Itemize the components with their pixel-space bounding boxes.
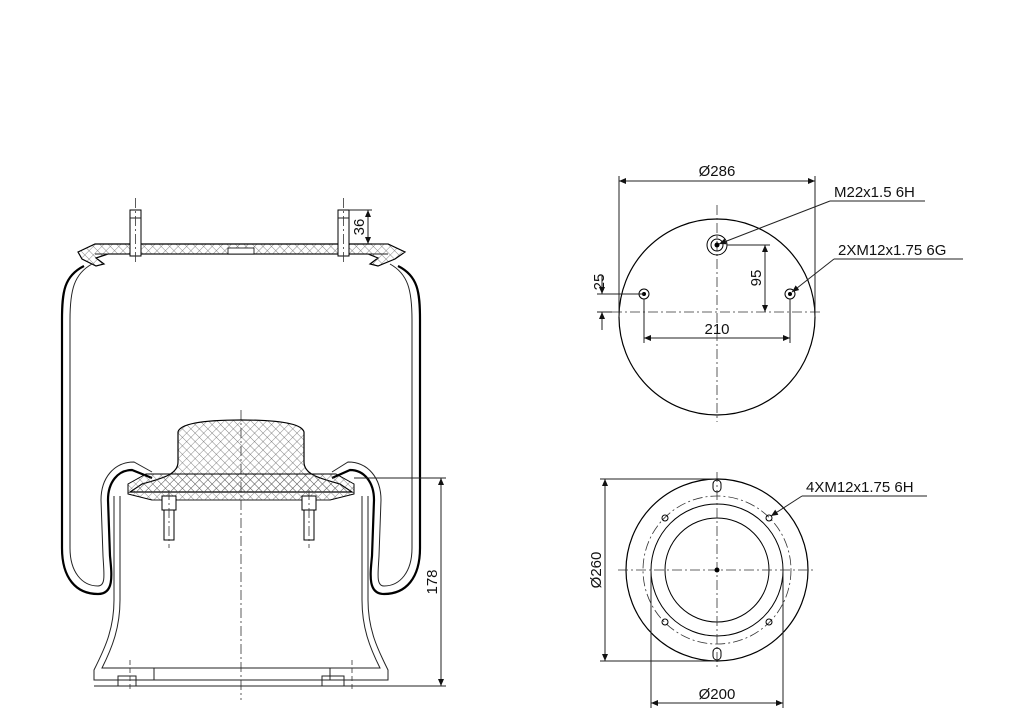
bellows-left-inner [69, 263, 153, 587]
center-thread-label: M22x1.5 6H [834, 184, 915, 201]
slot-bottom [712, 647, 722, 661]
piston-top-plate [127, 473, 355, 501]
dim-top-diameter: Ø286 [699, 163, 736, 180]
piston-left-stud [161, 490, 177, 548]
dim-hole-offset: 25 [591, 274, 608, 291]
bolt-hole-1 [661, 514, 669, 522]
dim-stud-height: 36 [351, 219, 368, 236]
air-fitting-port [227, 247, 255, 255]
m12x4-leader [770, 495, 803, 517]
dim-inner-diameter: Ø200 [699, 686, 736, 703]
bellows-right-outer [331, 265, 422, 596]
center-fitting-dot [714, 242, 720, 248]
dim-hole-spacing: 210 [704, 321, 729, 338]
top-right-stud [337, 198, 350, 264]
bottom-threads-label: 4XM12x1.75 6H [806, 479, 914, 496]
base-right-boss [321, 675, 345, 686]
m12-leader [791, 258, 835, 293]
m22-leader [718, 200, 831, 245]
bellows-left-outer [60, 265, 153, 596]
top-bead-plate [77, 243, 407, 267]
slot-top [712, 479, 722, 493]
bolt-hole-2 [765, 514, 773, 522]
piston-base-recess [153, 667, 331, 680]
bolt-hole-3 [661, 618, 669, 626]
side-view: 36 [60, 198, 446, 700]
dim-center-offset: 95 [748, 270, 765, 287]
side-threads-label: 2XM12x1.75 6G [838, 242, 946, 259]
top-left-stud [129, 198, 142, 264]
dim-piston-height: 178 [424, 569, 441, 594]
right-stud-hole-center [788, 292, 792, 296]
piston-right-stud [301, 490, 317, 548]
piston-body-outer [93, 496, 389, 681]
center-fitting-inner [710, 238, 724, 252]
bottom-view: 4XM12x1.75 6H Ø260 Ø200 [588, 472, 927, 708]
base-left-boss [117, 675, 137, 686]
bolt-hole-4 [765, 618, 773, 626]
dim-bottom-diameter: Ø260 [588, 552, 605, 589]
bottom-center-dot [714, 567, 720, 573]
top-view: Ø286 M22x1.5 6H 2XM12x1.75 6G 25 95 210 [591, 163, 963, 422]
bellows-right-inner [331, 263, 413, 587]
